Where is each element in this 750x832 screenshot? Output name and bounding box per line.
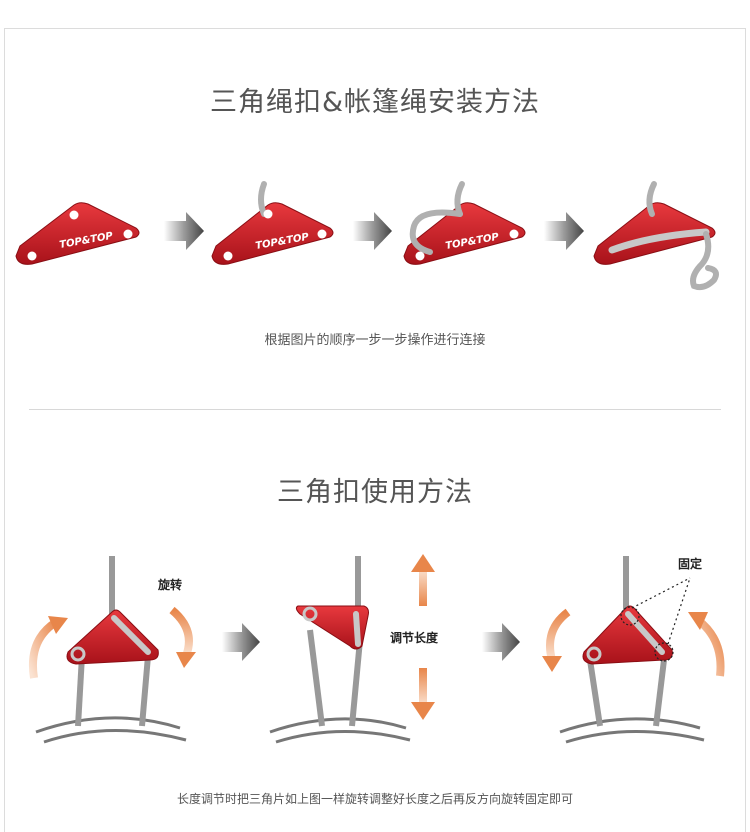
section1-caption: 根据图片的顺序一步一步操作进行连接 — [264, 333, 486, 348]
rope-tail — [690, 231, 719, 291]
section1-title: 三角绳扣&帐篷绳安装方法 — [209, 87, 541, 118]
usage-arrow-2 — [482, 623, 520, 661]
usage-panel-adjust: 调节长度 — [269, 554, 439, 744]
step-arrow-2 — [353, 212, 392, 250]
rope-1 — [258, 181, 267, 217]
label-rotate: 旋转 — [157, 577, 182, 592]
usage-arrow-1 — [222, 623, 260, 661]
label-fix: 固定 — [678, 556, 702, 571]
section2-caption: 长度调节时把三角片如上图一样旋转调整好长度之后再反方向旋转固定即可 — [176, 792, 573, 806]
step1-buckle: TOP&TOP — [15, 202, 140, 265]
section2-title: 三角扣使用方法 — [277, 477, 473, 508]
label-adjust: 调节长度 — [390, 630, 439, 645]
step-arrow-3 — [544, 212, 584, 250]
step-arrow-1 — [164, 212, 204, 250]
content-frame — [4, 28, 746, 832]
usage-panel-fix: 固定 — [542, 556, 725, 744]
usage-panel-rotate: 旋转 — [29, 556, 196, 744]
step3-buckle: TOP&TOP — [403, 181, 526, 265]
rope-loop — [409, 209, 463, 255]
section-divider — [29, 409, 721, 410]
step4-buckle — [593, 181, 719, 291]
step2-buckle: TOP&TOP — [211, 181, 334, 265]
rope-tensioned — [608, 228, 710, 254]
